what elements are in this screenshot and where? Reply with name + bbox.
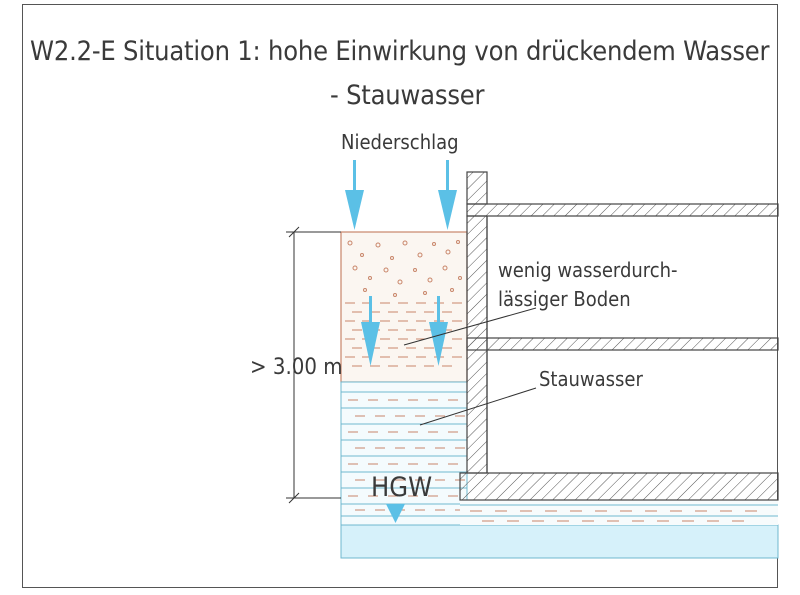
seepage-arrows	[361, 296, 448, 366]
soil-dots	[347, 240, 462, 297]
mid-floor-slab	[466, 337, 779, 351]
groundwater-zone	[340, 524, 779, 559]
perched-water-leader	[419, 387, 537, 426]
soil-label-line1: wenig wasserdurch-	[498, 258, 678, 282]
soil-leader	[403, 307, 537, 346]
water-lines	[341, 382, 467, 517]
diagram-subtitle: - Stauwasser	[330, 80, 485, 111]
precipitation-arrows	[345, 160, 457, 230]
ground-floor-slab	[466, 203, 779, 217]
groundwater-label: HGW	[371, 472, 433, 503]
groundwater-level-marker	[386, 504, 405, 523]
diagram-title: W2.2-E Situation 1: hohe Einwirkung von …	[30, 36, 770, 67]
soil-label-line2: lässiger Boden	[498, 287, 631, 311]
perched-water-zone	[340, 381, 468, 526]
dimension-line	[286, 226, 341, 504]
perched-water-label: Stauwasser	[539, 367, 643, 391]
diagram-frame	[22, 4, 778, 588]
dimension-label: > 3.00 m	[250, 355, 343, 380]
precipitation-label: Niederschlag	[341, 130, 459, 154]
soil-zone	[340, 231, 468, 383]
base-slab	[459, 472, 779, 501]
upper-wall	[466, 171, 488, 205]
